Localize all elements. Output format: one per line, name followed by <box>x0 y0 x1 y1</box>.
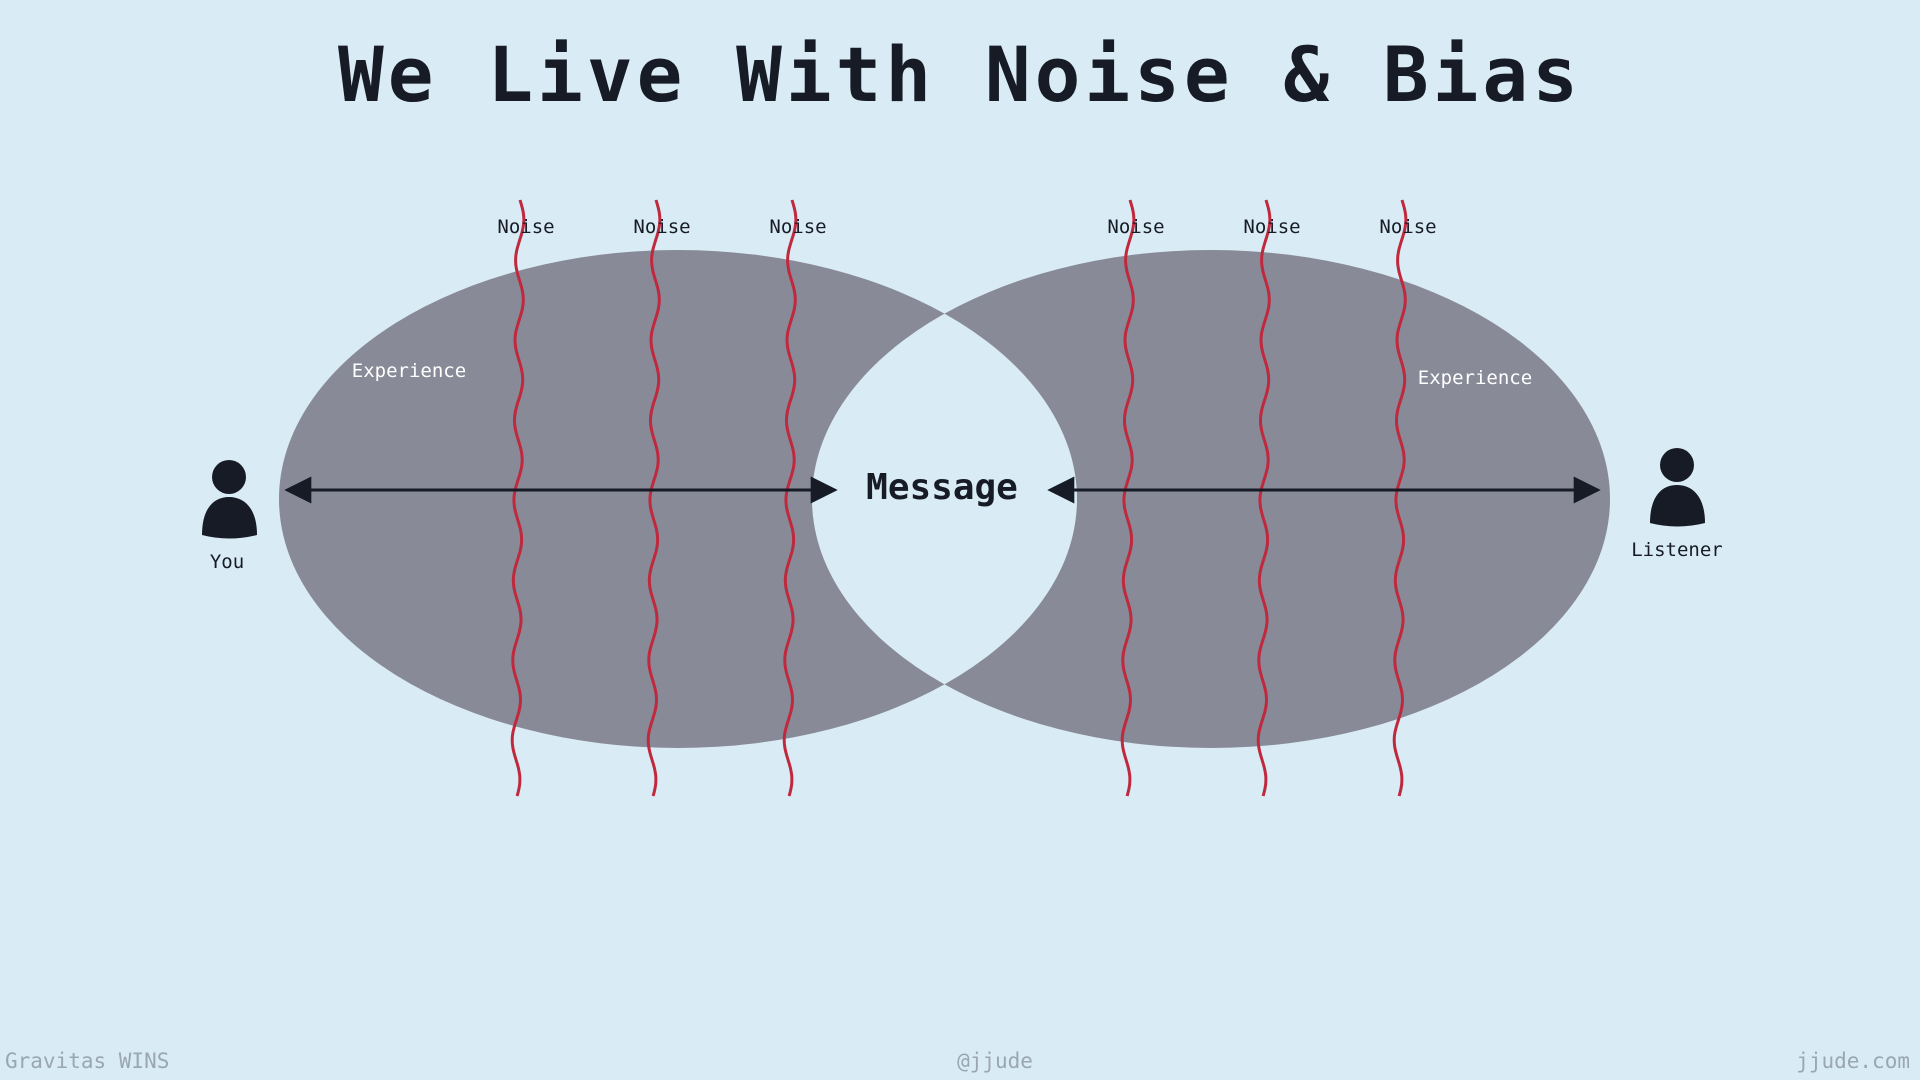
experience-label-right: Experience <box>1418 367 1532 389</box>
footer-brand: Gravitas WINS <box>5 1049 170 1073</box>
footer-handle: @jjude <box>957 1049 1033 1073</box>
footer-website: jjude.com <box>1796 1049 1910 1073</box>
experience-label-left: Experience <box>352 360 466 382</box>
person-icon <box>1650 448 1705 527</box>
noise-label-3: Noise <box>769 216 826 238</box>
listener-label: Listener <box>1631 539 1723 561</box>
noise-label-6: Noise <box>1379 216 1436 238</box>
noise-label-4: Noise <box>1107 216 1164 238</box>
noise-label-2: Noise <box>633 216 690 238</box>
you-label: You <box>210 551 244 573</box>
page-title: We Live With Noise & Bias <box>338 30 1582 119</box>
noise-label-1: Noise <box>497 216 554 238</box>
noise-label-5: Noise <box>1243 216 1300 238</box>
person-icon <box>202 460 257 539</box>
message-overlap <box>812 250 1077 748</box>
message-label: Message <box>866 467 1018 508</box>
